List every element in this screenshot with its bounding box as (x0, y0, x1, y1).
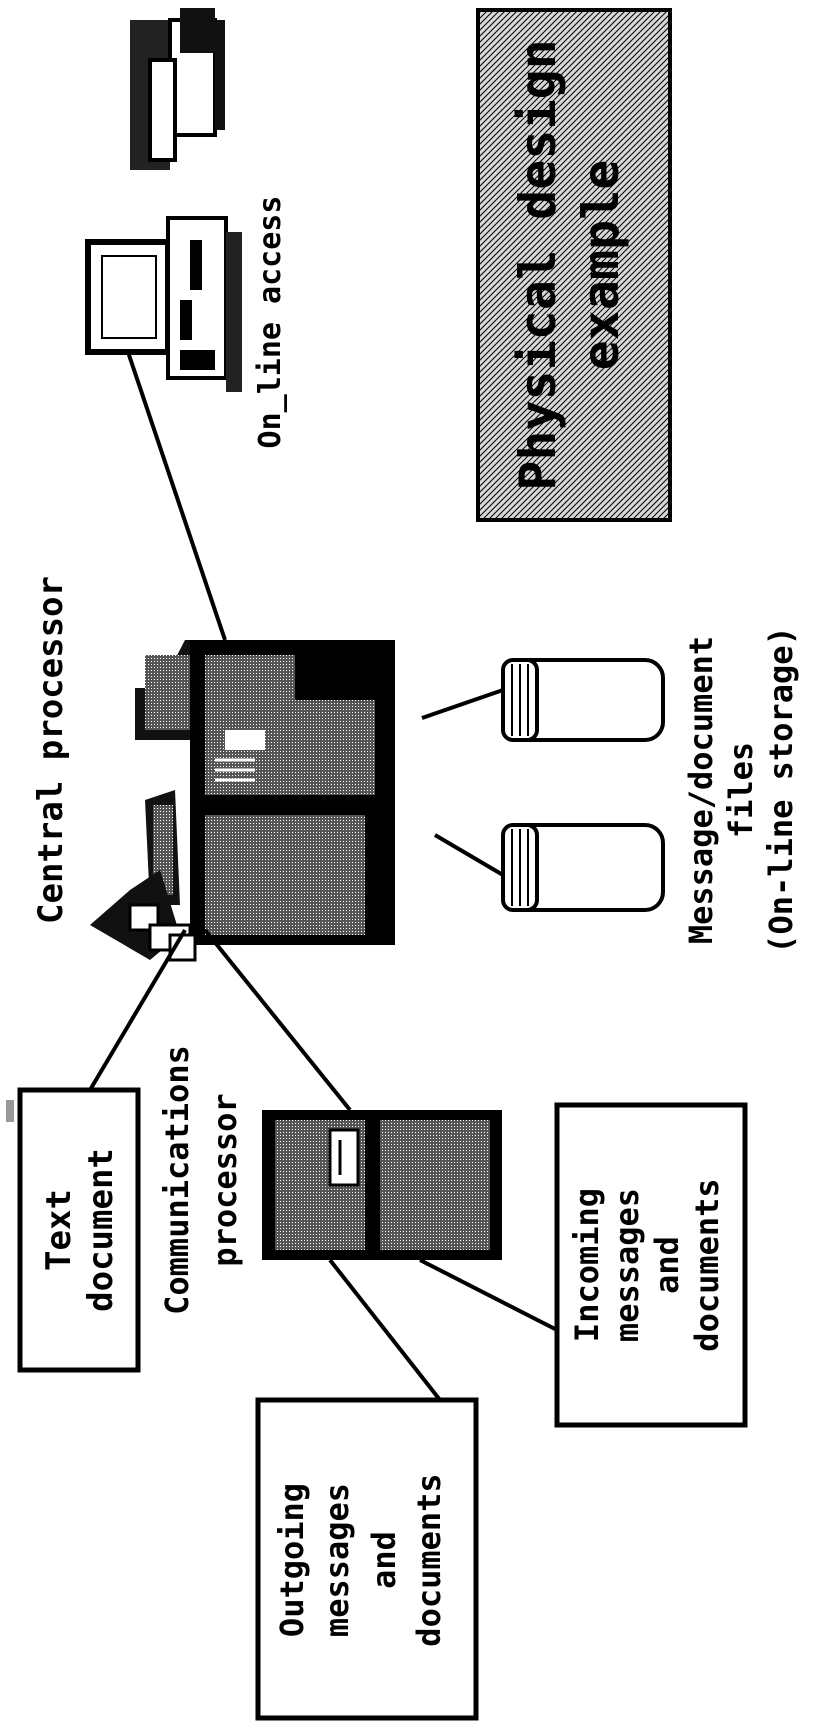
scan-speck (6, 1100, 14, 1122)
incoming-line-4: documents (688, 1178, 726, 1351)
outgoing-messages-box: Outgoing messages and documents (258, 1400, 476, 1718)
title-line-2: example (572, 160, 630, 371)
terminal-icon (88, 218, 242, 392)
outgoing-line-2: messages (318, 1483, 356, 1637)
files-label-line-2: files (722, 742, 760, 838)
title-box: Physical design example (478, 10, 670, 520)
outgoing-line-1: Outgoing (273, 1483, 311, 1637)
connector-comms-to-incoming (420, 1260, 557, 1330)
incoming-messages-box: Incoming messages and documents (557, 1105, 745, 1425)
online-access-label: On_line access (253, 196, 288, 449)
incoming-line-2: messages (608, 1188, 646, 1342)
comms-processor-line-2: processor (206, 1093, 244, 1266)
incoming-line-1: Incoming (568, 1188, 606, 1342)
comms-processor-line-1: Communications (158, 1045, 196, 1315)
text-document-box: Text document (20, 1090, 138, 1370)
communications-processor-icon (262, 1110, 502, 1260)
file-storage-drum-2 (503, 825, 663, 910)
outgoing-line-4: documents (410, 1473, 448, 1646)
incoming-line-3: and (648, 1236, 686, 1294)
connector-comms-to-outgoing (330, 1260, 440, 1400)
connector-terminal-to-cpu (128, 352, 225, 640)
central-processor-icon (90, 640, 395, 960)
outgoing-line-3: and (365, 1531, 403, 1589)
connector-cpu-to-comms (205, 930, 350, 1110)
files-label-line-3: (On-line storage) (762, 626, 800, 954)
file-storage-drum-1 (503, 660, 663, 740)
text-document-line-2: document (81, 1148, 121, 1312)
printer-icon (130, 8, 225, 170)
connector-cpu-to-drum-1 (422, 690, 503, 718)
connector-cpu-to-drum-2 (435, 835, 503, 875)
central-processor-label: Central processor (31, 576, 71, 924)
files-label-line-1: Message/document (682, 636, 720, 944)
text-document-line-1: Text (39, 1189, 79, 1271)
title-line-1: Physical design (509, 39, 567, 491)
